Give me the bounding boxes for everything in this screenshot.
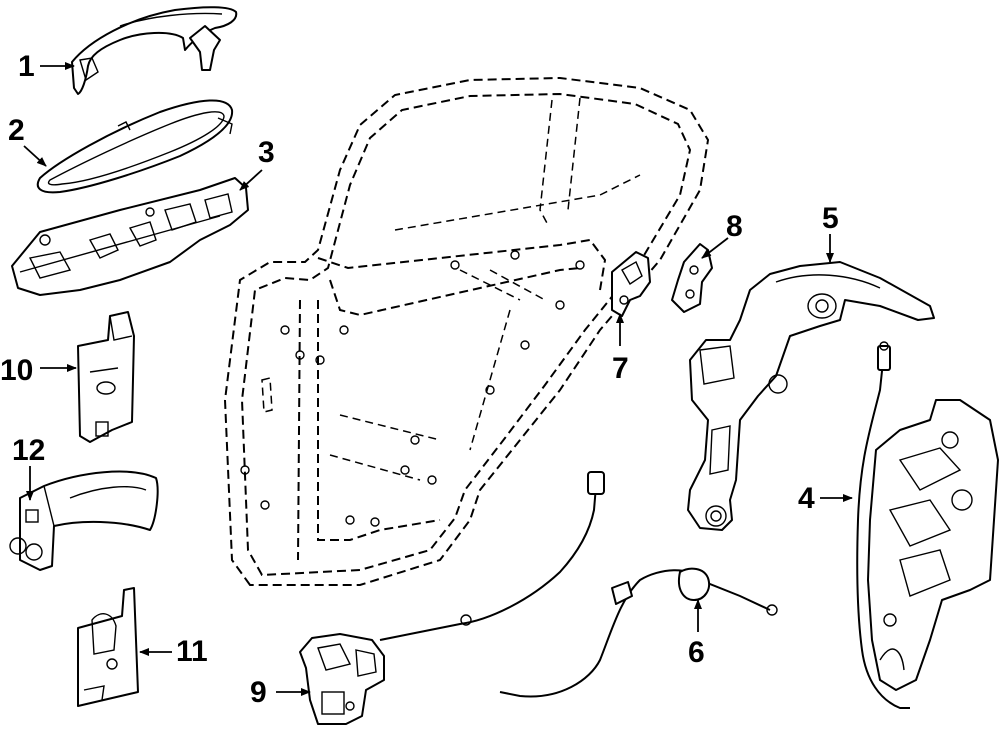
callout-9: 9 (250, 676, 311, 709)
callout-2-label: 2 (8, 114, 25, 147)
door-frame (223, 76, 710, 586)
callout-7-label: 7 (612, 352, 629, 385)
callout-1-label: 1 (18, 50, 35, 83)
part-10-bracket (77, 311, 135, 443)
callout-6: 6 (688, 599, 705, 669)
part-1-outside-handle (71, 6, 238, 95)
callout-3-arrow (239, 169, 263, 191)
part-6-release-cable (499, 567, 778, 698)
part-8-plate (671, 243, 713, 313)
callout-8-arrow (701, 237, 729, 259)
part-9-actuator (299, 471, 605, 725)
callout-11-label: 11 (176, 635, 208, 668)
callout-7: 7 (612, 313, 629, 385)
callout-5: 5 (822, 202, 839, 263)
callout-4: 4 (798, 482, 853, 515)
callout-1: 1 (18, 50, 75, 83)
callout-10-label: 10 (0, 354, 33, 387)
callout-11: 11 (139, 635, 208, 668)
callout-3: 3 (239, 136, 275, 191)
callout-3-label: 3 (258, 136, 275, 169)
callout-12-label: 12 (12, 434, 45, 467)
part-12-bumper (9, 470, 159, 571)
part-5-mounting-bracket (687, 261, 935, 531)
callout-8-label: 8 (726, 210, 743, 243)
callout-6-label: 6 (688, 636, 705, 669)
callout-2-arrow (23, 145, 47, 167)
callout-9-label: 9 (250, 676, 267, 709)
callout-5-label: 5 (822, 202, 839, 235)
part-3-handle-carrier (11, 177, 249, 296)
part-7-bracket (611, 251, 651, 317)
callout-8: 8 (701, 210, 743, 259)
part-4-door-lock (856, 341, 999, 709)
callout-10: 10 (0, 354, 77, 387)
callout-2: 2 (8, 114, 47, 167)
callout-12: 12 (12, 434, 45, 501)
part-11-striker (77, 587, 139, 707)
part-2-gasket (36, 99, 234, 194)
callout-4-label: 4 (798, 482, 815, 515)
